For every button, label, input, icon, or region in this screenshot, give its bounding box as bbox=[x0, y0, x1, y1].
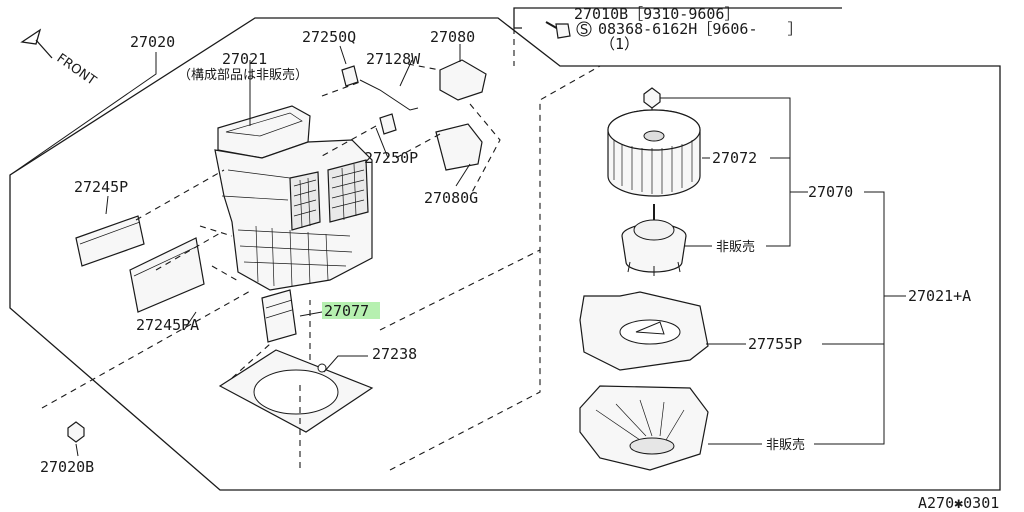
filter-27245p-drawing bbox=[75, 215, 145, 267]
label-27021[interactable]: 27021 bbox=[222, 50, 267, 68]
label-27020[interactable]: 27020 bbox=[130, 33, 175, 51]
nut-27020b-drawing bbox=[67, 421, 85, 443]
label-27128w[interactable]: 27128W bbox=[366, 50, 421, 68]
label-27245pa[interactable]: 27245PA bbox=[136, 316, 199, 334]
leader-lines-left bbox=[9, 44, 471, 457]
lower-case-drawing bbox=[579, 385, 709, 471]
fan-27072-drawing bbox=[607, 109, 701, 197]
gasket-27238-drawing bbox=[218, 349, 374, 433]
label-s-mark: S bbox=[580, 23, 588, 38]
front-label: FRONT bbox=[54, 51, 99, 89]
label-27245p[interactable]: 27245P bbox=[74, 178, 128, 196]
leader-tree bbox=[660, 97, 906, 445]
footer-code: A270✱0301 bbox=[918, 494, 999, 512]
bracket-27080g-drawing bbox=[435, 123, 483, 171]
label-27080[interactable]: 27080 bbox=[430, 28, 475, 46]
label-27072[interactable]: 27072 bbox=[712, 149, 757, 167]
label-27755p[interactable]: 27755P bbox=[748, 335, 802, 353]
filter-27245pa-drawing bbox=[129, 237, 205, 313]
label-27080g[interactable]: 27080G bbox=[424, 189, 478, 207]
nut-27070-drawing bbox=[643, 87, 661, 109]
bolt-27010b-drawing bbox=[545, 21, 571, 39]
heater-unit-drawing bbox=[214, 105, 373, 291]
label-27077[interactable]: 27077 bbox=[324, 302, 369, 320]
label-27238[interactable]: 27238 bbox=[372, 345, 417, 363]
motor-drawing bbox=[621, 204, 687, 276]
label-08368[interactable]: 08368-6162H［9606- ］ bbox=[598, 20, 803, 38]
label-not-sold-motor: 非販売 bbox=[716, 239, 755, 255]
label-27070[interactable]: 27070 bbox=[808, 183, 853, 201]
label-27010b[interactable]: 27010B［9310-9606］ bbox=[574, 5, 739, 23]
front-arrow-icon bbox=[20, 28, 53, 59]
highlight-27077 bbox=[322, 302, 380, 319]
scroll-housing-27755p-drawing bbox=[579, 291, 709, 371]
label-not-sold-case: 非販売 bbox=[766, 437, 805, 453]
bolt-note-bracket bbox=[513, 7, 842, 29]
section-divider bbox=[299, 65, 601, 468]
s-circle-icon bbox=[576, 21, 592, 37]
label-27250p[interactable]: 27250P bbox=[364, 149, 418, 167]
assembly-frame bbox=[9, 17, 1001, 491]
label-27021a[interactable]: 27021+A bbox=[908, 287, 971, 305]
label-27250q[interactable]: 27250Q bbox=[302, 28, 356, 46]
actuator-27080-drawing bbox=[439, 59, 487, 101]
link-rod-drawing bbox=[341, 65, 419, 135]
label-08368-qty: （1） bbox=[600, 35, 639, 53]
label-27020b[interactable]: 27020B bbox=[40, 458, 94, 476]
label-27021-note: （構成部品は非販売） bbox=[178, 67, 308, 83]
resistor-27077-drawing bbox=[261, 289, 297, 343]
